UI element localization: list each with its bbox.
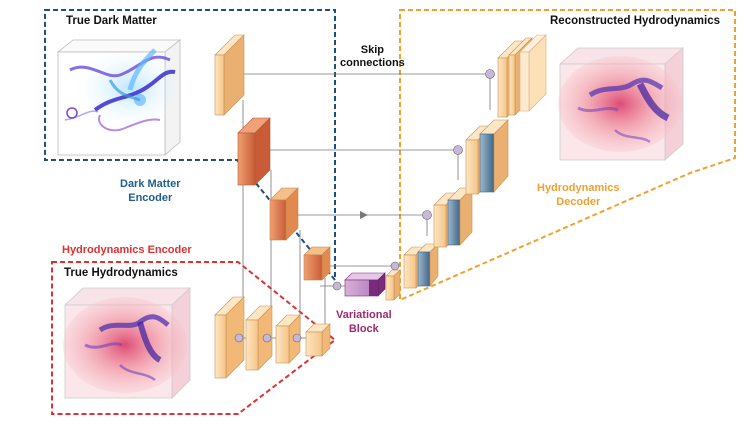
hydro-encoder-region-border <box>51 261 337 415</box>
true-dark-matter-title: True Dark Matter <box>66 15 157 27</box>
skip-connections-label: Skip connections <box>340 44 405 70</box>
hydro-enc-layer-3 <box>275 314 301 364</box>
true-hydrodynamics-cube <box>63 287 192 399</box>
decoder-layer-4 <box>497 34 547 118</box>
decoder-layer-3 <box>465 119 509 195</box>
dark-matter-cube <box>56 39 182 156</box>
dm-enc-layer-2 <box>237 117 271 186</box>
hydrodynamics-decoder-label: Hydrodynamics Decoder <box>537 181 620 209</box>
variational-line1: Variational <box>336 309 392 321</box>
reconstructed-hydrodynamics-cube <box>558 47 685 161</box>
decoder-layers <box>403 34 547 289</box>
skip-label-line1: Skip <box>360 44 385 56</box>
decoder-layer-1 <box>403 243 439 289</box>
decoder-merge-nodes <box>390 69 495 271</box>
hydro-encoder-layers <box>214 296 331 379</box>
reconstructed-hydrodynamics-title: Reconstructed Hydrodynamics <box>550 15 720 27</box>
dm-encoder-line1: Dark Matter <box>120 178 181 190</box>
dm-enc-layer-3 <box>269 187 299 241</box>
hydrodynamics-encoder-label: Hydrodynamics Encoder <box>62 244 192 256</box>
dm-enc-layer-1 <box>214 34 245 116</box>
hydro-decoder-line2: Decoder <box>556 196 601 208</box>
decoder-layer-2 <box>433 187 473 248</box>
dark-matter-region-border <box>44 9 336 283</box>
hydro-decoder-region-border <box>399 9 736 302</box>
variational-block <box>344 269 401 301</box>
variational-line2: Block <box>348 323 379 335</box>
true-hydrodynamics-title: True Hydrodynamics <box>64 267 178 279</box>
hydro-enc-layer-4 <box>305 323 331 357</box>
hydro-decoder-line1: Hydrodynamics <box>537 182 620 194</box>
dm-encoder-line2: Encoder <box>128 192 173 204</box>
skip-arrowhead <box>360 211 368 219</box>
dm-encoder-layers <box>214 34 331 281</box>
encoder-merge-nodes <box>234 281 342 343</box>
dm-enc-layer-4 <box>303 246 331 281</box>
variational-block-label: Variational Block <box>336 308 392 336</box>
skip-label-line2: connections <box>340 57 405 69</box>
dark-matter-encoder-label: Dark Matter Encoder <box>120 177 181 205</box>
